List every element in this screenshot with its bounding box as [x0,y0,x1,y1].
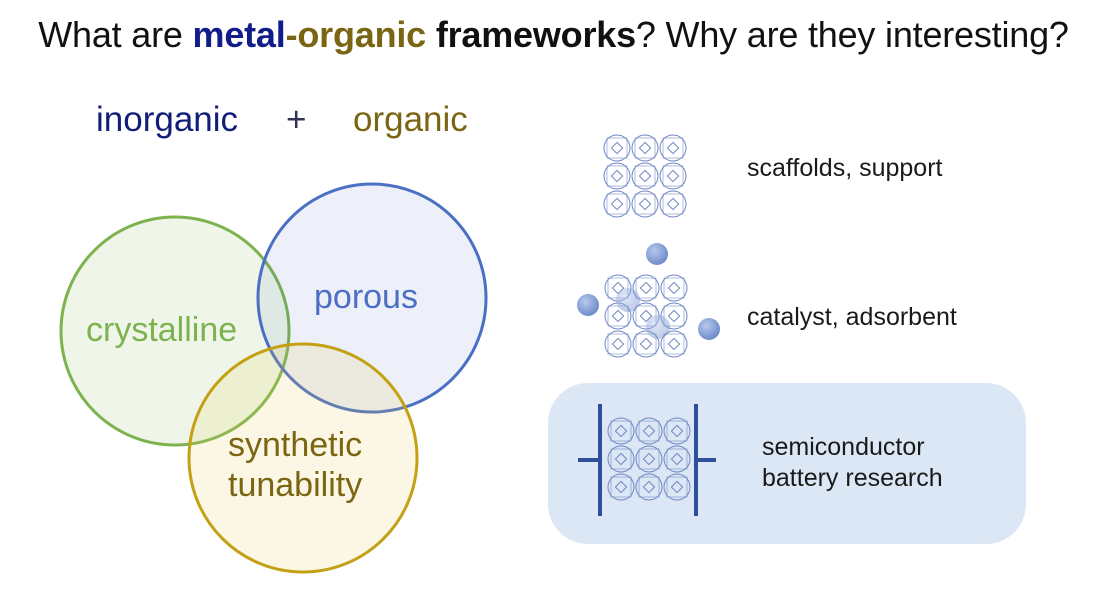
formula-inorganic: inorganic [96,100,239,139]
mof-cage-icon [663,445,691,473]
mof-cage-icon [635,445,663,473]
mof-cage-icon [607,473,635,501]
mof-cage-icon [659,134,687,162]
title-organic: organic [297,14,426,55]
mof-cage-icon [631,162,659,190]
mof-cage-icon [632,274,660,302]
venn-label-crystalline: crystalline [86,311,238,349]
venn-circle-synthetic [187,342,419,574]
venn-label-porous: porous [314,278,418,316]
mof-cage-icon [604,330,632,358]
mof-cage-icon [635,417,663,445]
venn-label-synthetic-line-2: tunability [228,466,363,504]
mof-cage-icon [607,445,635,473]
mof-cage-icon [631,134,659,162]
molecule-sphere-icon [646,315,670,339]
venn-label-synthetic-line-1: synthetic [228,426,363,464]
mof-cage-icon [659,190,687,218]
venn-label-synthetic: synthetic tunability [228,425,362,505]
formula-plus: + [286,100,307,139]
slide-title: What are metal-organic frameworks? Why a… [0,14,1107,56]
mof-cage-icon [663,473,691,501]
mof-cage-icon [635,473,663,501]
title-dash: - [285,14,298,55]
mof-cage-icon [660,330,688,358]
mof-cage-icon [607,417,635,445]
title-part-2: ? Why are they interesting? [635,14,1069,55]
app-label-catalyst: catalyst, adsorbent [747,303,957,331]
mof-framework-icon [603,134,687,218]
mof-cage-icon [631,190,659,218]
mof-cage-icon [632,330,660,358]
venn-circle-porous [256,182,488,414]
mof-cage-icon [659,162,687,190]
mof-cage-icon [603,190,631,218]
molecule-sphere-icon [577,294,599,316]
mof-cage-icon [603,162,631,190]
formula-organic: organic [353,100,468,139]
venn-diagram [59,182,488,574]
venn-circle-crystalline [59,215,291,447]
highlight-panel [548,383,1026,544]
molecule-sphere-icon [616,288,640,312]
molecule-sphere-icon [698,318,720,340]
guest-molecules [577,243,720,340]
title-metal: metal [192,14,286,55]
app-label-scaffolds: scaffolds, support [747,154,943,182]
app-label-semiconductor-line-1: semiconductor [762,433,925,461]
app-label-semiconductor-line-2: battery research [762,464,943,492]
mof-cage-icon [663,417,691,445]
mof-cage-icon [603,134,631,162]
mof-cage-icon [660,274,688,302]
title-frameworks: frameworks [435,14,636,55]
app-label-semiconductor: semiconductor battery research [762,432,943,494]
title-part-1: What are [38,14,193,55]
mof-framework-electrode-icon [578,404,716,516]
molecule-sphere-icon [646,243,668,265]
